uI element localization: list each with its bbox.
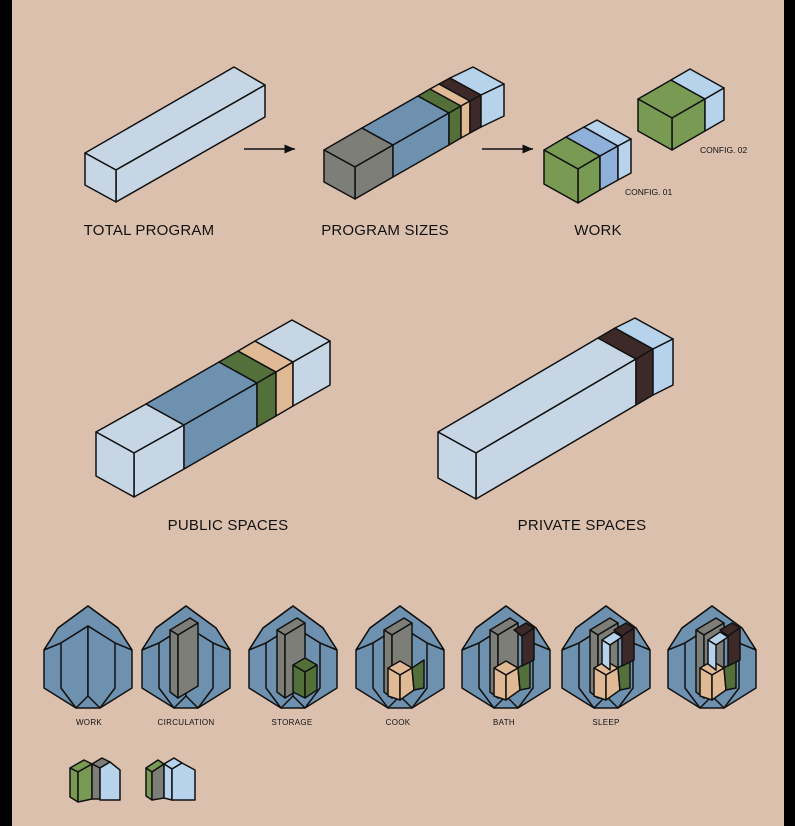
label-work: WORK bbox=[574, 222, 622, 239]
bath-front bbox=[727, 627, 741, 667]
sleep-side bbox=[707, 639, 717, 671]
module-circulation bbox=[141, 605, 231, 709]
label-public-spaces: PUBLIC SPACES bbox=[167, 517, 289, 534]
circulation-core-side bbox=[169, 629, 179, 699]
program-sizes-bar bbox=[323, 66, 505, 200]
storage-front bbox=[304, 664, 318, 699]
private-spaces-bar bbox=[437, 317, 674, 500]
bath-front bbox=[621, 627, 635, 667]
module-bath bbox=[461, 605, 551, 709]
label-module-circulation: CIRCULATION bbox=[157, 718, 215, 727]
work-config-01 bbox=[543, 119, 632, 204]
label-total-program: TOTAL PROGRAM bbox=[83, 222, 215, 239]
circulation-core-front bbox=[177, 622, 199, 699]
label-module-sleep: SLEEP bbox=[592, 718, 620, 727]
module-combined bbox=[667, 605, 757, 709]
pair-a-green-side bbox=[69, 767, 79, 803]
cook-counter bbox=[411, 659, 425, 691]
label-config-02: CONFIG. 02 bbox=[700, 145, 748, 155]
circulation-core-side bbox=[276, 629, 286, 699]
total-program-bar bbox=[84, 66, 266, 203]
pair-a-blue bbox=[99, 761, 121, 801]
module-sleep bbox=[561, 605, 651, 709]
pair-b-blue-front bbox=[171, 762, 196, 801]
module-storage bbox=[248, 605, 338, 709]
module-left-wall bbox=[60, 625, 89, 709]
pair-b-blue-side bbox=[163, 763, 173, 801]
module-pair-a bbox=[69, 757, 121, 803]
diagram-canvas: TOTAL PROGRAM PROGRAM SIZES WORK CONFIG.… bbox=[12, 0, 784, 826]
work-config-02 bbox=[637, 68, 725, 151]
label-config-01: CONFIG. 01 bbox=[625, 187, 673, 197]
module-pair-b bbox=[145, 757, 196, 801]
label-program-sizes: PROGRAM SIZES bbox=[321, 222, 449, 239]
program-diagram bbox=[43, 66, 757, 803]
module-work bbox=[43, 605, 133, 709]
label-private-spaces: PRIVATE SPACES bbox=[517, 517, 647, 534]
label-module-cook: COOK bbox=[385, 718, 411, 727]
pair-a-core-front bbox=[91, 763, 101, 800]
public-spaces-bar bbox=[95, 319, 331, 498]
label-module-bath: BATH bbox=[493, 718, 515, 727]
pair-b-green-side bbox=[145, 767, 153, 801]
module-cook bbox=[355, 605, 445, 709]
sleep-side bbox=[601, 639, 611, 671]
bath-front bbox=[521, 627, 535, 667]
label-module-work: WORK bbox=[75, 718, 103, 727]
label-module-storage: STORAGE bbox=[271, 718, 313, 727]
module-right-wall bbox=[87, 625, 116, 709]
